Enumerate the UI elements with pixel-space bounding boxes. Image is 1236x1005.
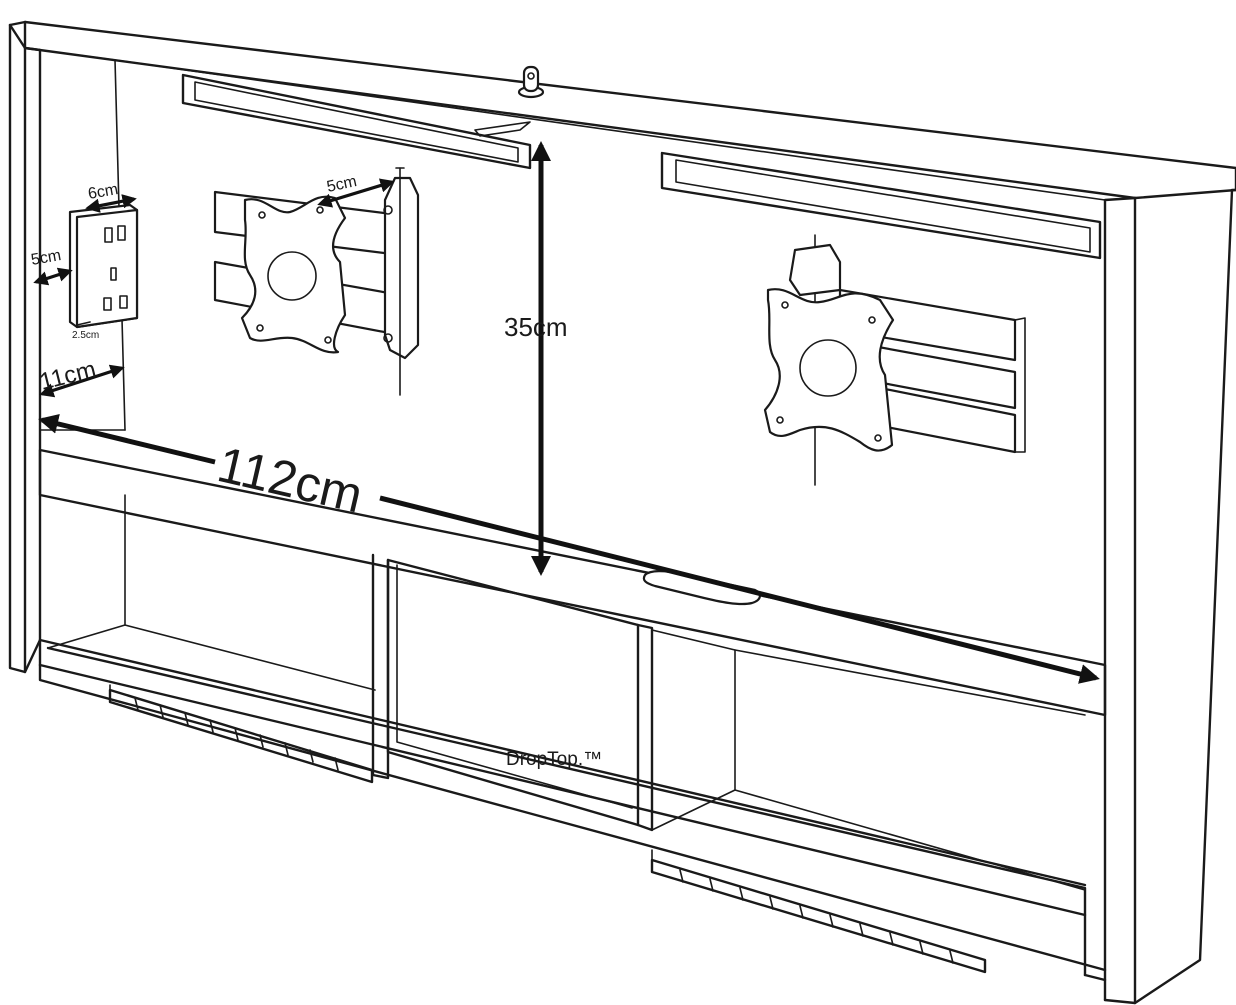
tv-bracket-left-icon (213, 167, 420, 396)
key-lock-icon (517, 65, 545, 99)
dimension-socket-arrows (33, 194, 137, 326)
hinge-right-icon (650, 849, 987, 974)
dimension-width-arrow (38, 414, 1100, 684)
side-gap-label: 11cm (37, 356, 99, 396)
socket-depth-label: 2.5cm (72, 330, 99, 341)
height-label: 35cm (504, 312, 568, 342)
dimension-side-arrow (39, 364, 125, 398)
dimension-bracket-arrow (317, 178, 395, 208)
cabinet-frame (8, 20, 1236, 1005)
tv-bracket-right-icon (763, 234, 1026, 486)
brand-logo: DropTop.™ (506, 749, 602, 770)
bracket-arm-label: 5cm (325, 173, 358, 196)
handle-left (181, 73, 532, 170)
socket-height-label: 5cm (30, 247, 63, 269)
double-socket-icon (68, 203, 139, 329)
socket-width-label: 6cm (87, 181, 120, 203)
hinge-left-icon (108, 684, 374, 784)
handle-right (660, 151, 1102, 260)
width-label: 112cm (213, 436, 368, 523)
